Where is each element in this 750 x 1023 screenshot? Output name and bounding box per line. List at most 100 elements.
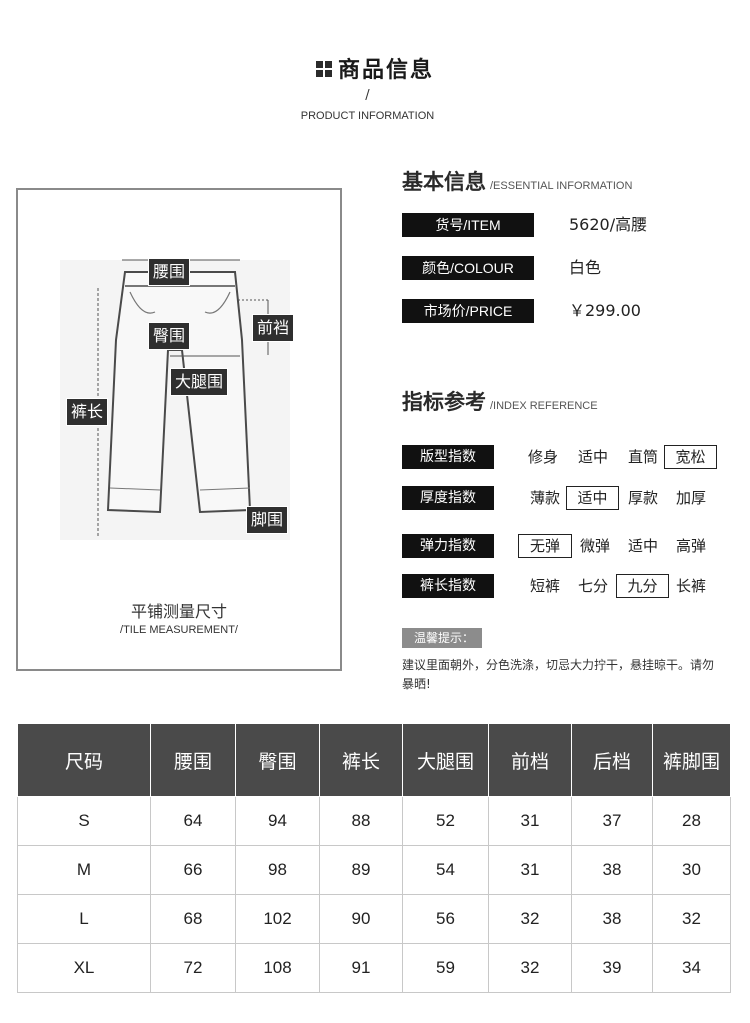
index-option: 微弹 <box>579 537 610 555</box>
size-cell: L <box>17 894 151 944</box>
table-cell: 31 <box>488 845 572 895</box>
table-cell: 91 <box>319 943 403 993</box>
table-row: XL 72 108 91 59 32 39 34 <box>17 943 731 993</box>
size-cell: M <box>17 845 151 895</box>
index-option-selected: 适中 <box>566 486 619 510</box>
column-header: 腰围 <box>150 723 236 797</box>
index-option: 高弹 <box>675 537 706 555</box>
label-thigh: 大腿围 <box>170 368 229 396</box>
table-cell: 39 <box>571 943 653 993</box>
measurement-diagram-box <box>16 188 342 671</box>
index-option: 长裤 <box>675 577 706 595</box>
index-label: 版型指数 <box>402 445 494 469</box>
info-label: 颜色/COLOUR <box>402 256 534 280</box>
table-cell: 59 <box>402 943 489 993</box>
index-option: 修身 <box>527 448 558 466</box>
info-label: 市场价/PRICE <box>402 299 534 323</box>
info-label: 货号/ITEM <box>402 213 534 237</box>
index-row-stretch: 弹力指数 无弹 微弹 适中 高弹 <box>402 534 732 560</box>
section-title: 商品信息 <box>0 52 750 84</box>
size-table-header: 尺码 腰围 臀围 裤长 大腿围 前档 后档 裤脚围 <box>17 723 731 797</box>
diagram-caption-en: /TILE MEASUREMENT/ <box>120 624 238 636</box>
column-header: 大腿围 <box>402 723 489 797</box>
size-table: 尺码 腰围 臀围 裤长 大腿围 前档 后档 裤脚围 S 64 94 88 52 … <box>17 723 731 993</box>
title-divider: / <box>365 88 370 103</box>
basic-info-heading: 基本信息/ESSENTIAL INFORMATION <box>402 166 632 196</box>
table-cell: 32 <box>488 894 572 944</box>
section-title-text: 商品信息 <box>337 58 434 83</box>
column-header: 裤脚围 <box>652 723 731 797</box>
table-cell: 32 <box>488 943 572 993</box>
info-row-colour: 颜色/COLOUR 白色 <box>402 256 722 282</box>
label-front-rise: 前裆 <box>252 314 295 342</box>
index-ref-heading: 指标参考/INDEX REFERENCE <box>402 386 598 416</box>
column-header: 裤长 <box>319 723 403 797</box>
diagram-caption: 平铺测量尺寸 <box>130 602 227 621</box>
table-cell: 94 <box>235 796 320 846</box>
table-cell: 68 <box>150 894 236 944</box>
index-option: 加厚 <box>675 489 706 507</box>
table-cell: 30 <box>652 845 731 895</box>
table-cell: 38 <box>571 894 653 944</box>
table-cell: 89 <box>319 845 403 895</box>
table-row: S 64 94 88 52 31 37 28 <box>17 796 731 846</box>
label-waist: 腰围 <box>148 258 191 286</box>
size-cell: S <box>17 796 151 846</box>
column-header: 尺码 <box>17 723 151 797</box>
table-cell: 38 <box>571 845 653 895</box>
index-row-thickness: 厚度指数 薄款 适中 厚款 加厚 <box>402 486 732 512</box>
index-option: 短裤 <box>529 577 560 595</box>
table-row: M 66 98 89 54 31 38 30 <box>17 845 731 895</box>
table-cell: 66 <box>150 845 236 895</box>
info-value: ￥299.00 <box>569 301 641 320</box>
tips-text: 建议里面朝外，分色洗涤，切忌大力拧干，悬挂晾干。请勿暴晒! <box>402 658 715 691</box>
table-cell: 31 <box>488 796 572 846</box>
label-hem: 脚围 <box>246 506 289 534</box>
table-cell: 108 <box>235 943 320 993</box>
table-cell: 72 <box>150 943 236 993</box>
info-value: 白色 <box>569 258 602 277</box>
column-header: 后档 <box>571 723 653 797</box>
table-cell: 52 <box>402 796 489 846</box>
index-ref-title: 指标参考 <box>402 390 486 414</box>
size-cell: XL <box>17 943 151 993</box>
table-cell: 32 <box>652 894 731 944</box>
index-row-fit: 版型指数 修身 适中 直筒 宽松 <box>402 445 732 471</box>
table-cell: 98 <box>235 845 320 895</box>
index-ref-title-en: /INDEX REFERENCE <box>490 400 598 412</box>
index-option: 厚款 <box>627 489 658 507</box>
table-cell: 102 <box>235 894 320 944</box>
grid-icon <box>315 61 332 77</box>
index-option: 七分 <box>577 577 608 595</box>
table-cell: 28 <box>652 796 731 846</box>
table-cell: 90 <box>319 894 403 944</box>
index-option: 适中 <box>627 537 658 555</box>
index-option: 直筒 <box>627 448 658 466</box>
table-cell: 88 <box>319 796 403 846</box>
info-value: 5620/高腰 <box>569 215 648 234</box>
label-length: 裤长 <box>66 398 109 426</box>
column-header: 臀围 <box>235 723 320 797</box>
index-option-selected: 宽松 <box>664 445 717 469</box>
basic-info-title: 基本信息 <box>402 170 486 194</box>
label-hip: 臀围 <box>148 322 191 350</box>
tips-badge: 温馨提示： <box>402 628 482 648</box>
table-cell: 54 <box>402 845 489 895</box>
section-subtitle: PRODUCT INFORMATION <box>300 110 435 122</box>
info-row-item: 货号/ITEM 5620/高腰 <box>402 213 722 239</box>
table-row: L 68 102 90 56 32 38 32 <box>17 894 731 944</box>
table-cell: 34 <box>652 943 731 993</box>
index-label: 弹力指数 <box>402 534 494 558</box>
index-label: 厚度指数 <box>402 486 494 510</box>
table-cell: 56 <box>402 894 489 944</box>
table-cell: 64 <box>150 796 236 846</box>
index-option-selected: 九分 <box>616 574 669 598</box>
column-header: 前档 <box>488 723 572 797</box>
info-row-price: 市场价/PRICE ￥299.00 <box>402 299 722 325</box>
index-row-length: 裤长指数 短裤 七分 九分 长裤 <box>402 574 732 600</box>
table-cell: 37 <box>571 796 653 846</box>
index-label: 裤长指数 <box>402 574 494 598</box>
index-option: 适中 <box>577 448 608 466</box>
basic-info-title-en: /ESSENTIAL INFORMATION <box>490 180 633 192</box>
index-option: 薄款 <box>529 489 560 507</box>
